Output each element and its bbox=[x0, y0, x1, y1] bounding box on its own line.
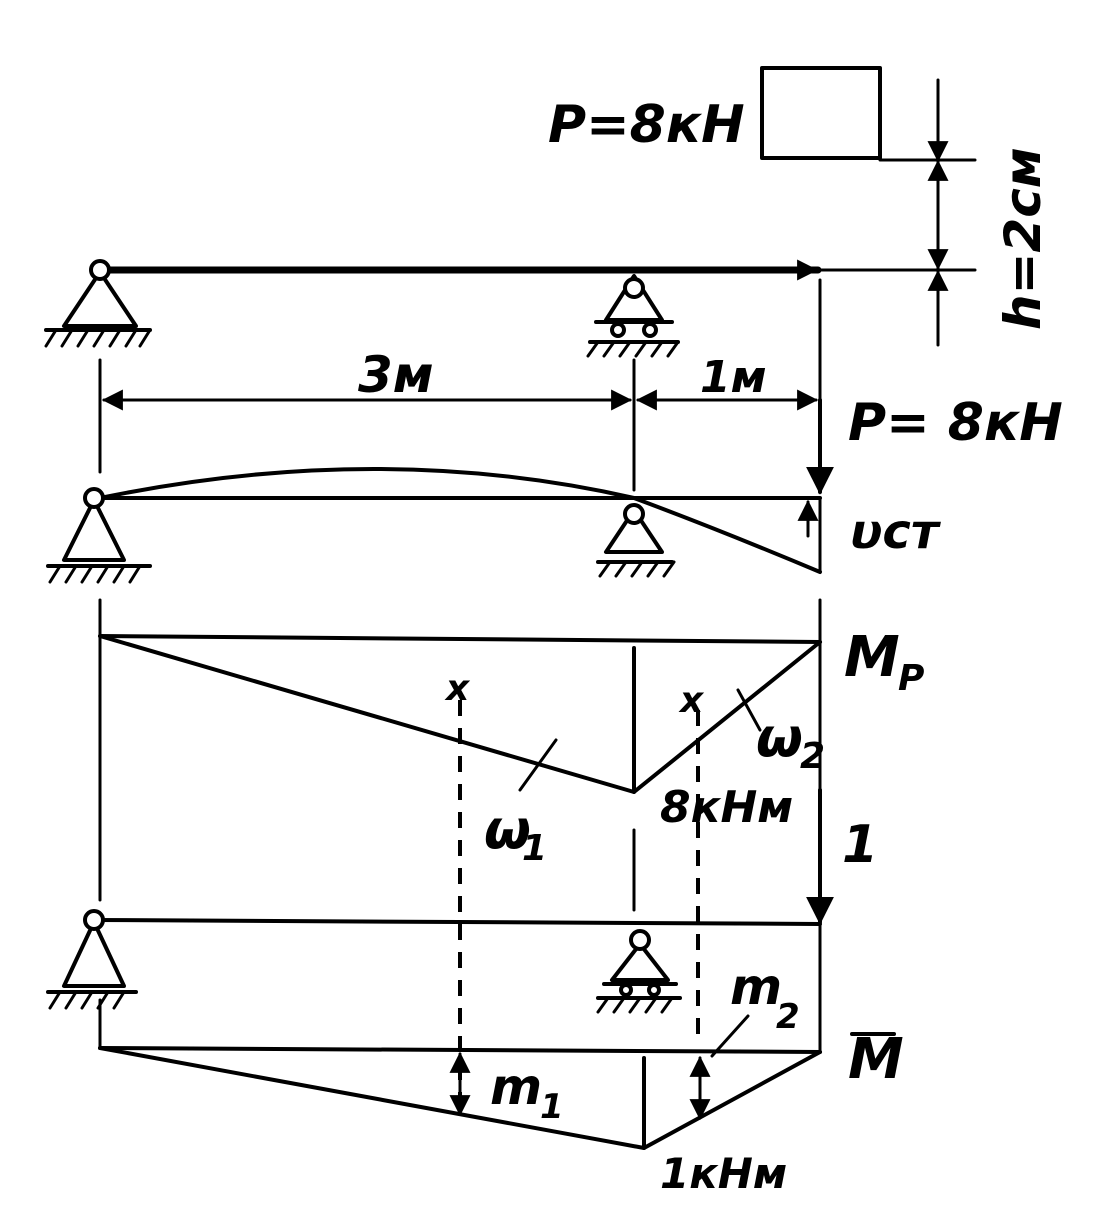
pin-support-left bbox=[44, 259, 152, 348]
ordinate-m1-label: m 1 bbox=[490, 1058, 564, 1127]
svg-text:m: m bbox=[730, 958, 782, 1016]
area1-leader bbox=[518, 738, 558, 792]
centroid-mark-1: x bbox=[444, 668, 471, 709]
pin-support-left-2 bbox=[46, 487, 152, 584]
span-left-label: 3м bbox=[358, 346, 434, 404]
mp-baseline bbox=[98, 634, 822, 644]
svg-text:M: M bbox=[844, 625, 900, 690]
svg-text:1: 1 bbox=[540, 1087, 564, 1127]
deflection-dimension bbox=[797, 496, 822, 574]
beam-unit-state bbox=[92, 918, 822, 926]
ordinate-m2-label: m 2 bbox=[730, 958, 800, 1037]
pin-support-left-3 bbox=[46, 909, 138, 1010]
span-dimension bbox=[98, 278, 822, 492]
area1-label: ω 1 bbox=[484, 798, 547, 869]
m-bar-baseline bbox=[98, 1046, 822, 1054]
svg-text:M: M bbox=[848, 1027, 904, 1092]
mp-diagram-name: M P bbox=[844, 625, 924, 699]
roller-support-mid-3 bbox=[596, 929, 682, 1014]
svg-text:ω: ω bbox=[756, 706, 803, 769]
deflection-label: υст bbox=[850, 504, 942, 560]
deflected-shape bbox=[98, 467, 822, 574]
load-label-repeat: P= 8кН bbox=[848, 393, 1063, 453]
m-bar-value-label: 1кНм bbox=[660, 1149, 787, 1198]
area2-leader bbox=[736, 688, 762, 732]
svg-text:P: P bbox=[898, 658, 924, 699]
ordinate-m2 bbox=[689, 1014, 750, 1121]
roller-support-mid bbox=[586, 274, 680, 358]
m-bar-diagram-name: M bbox=[848, 1027, 904, 1092]
falling-weight-block bbox=[760, 66, 882, 160]
roller-support-mid-2 bbox=[596, 503, 676, 578]
svg-text:1: 1 bbox=[522, 828, 547, 869]
centroid-mark-2: x bbox=[678, 680, 705, 721]
svg-text:m: m bbox=[490, 1058, 542, 1116]
area2-label: ω 2 bbox=[756, 706, 825, 777]
span-right-label: 1м bbox=[700, 352, 767, 403]
svg-text:2: 2 bbox=[800, 736, 825, 777]
svg-text:ω: ω bbox=[484, 798, 531, 861]
load-label: P=8кН bbox=[548, 95, 745, 155]
height-dimension bbox=[818, 78, 977, 347]
unit-load-label: 1 bbox=[842, 815, 878, 875]
svg-text:2: 2 bbox=[776, 997, 800, 1037]
height-label: h=2cм bbox=[994, 147, 1052, 330]
mp-value-label: 8кНм bbox=[660, 782, 793, 833]
